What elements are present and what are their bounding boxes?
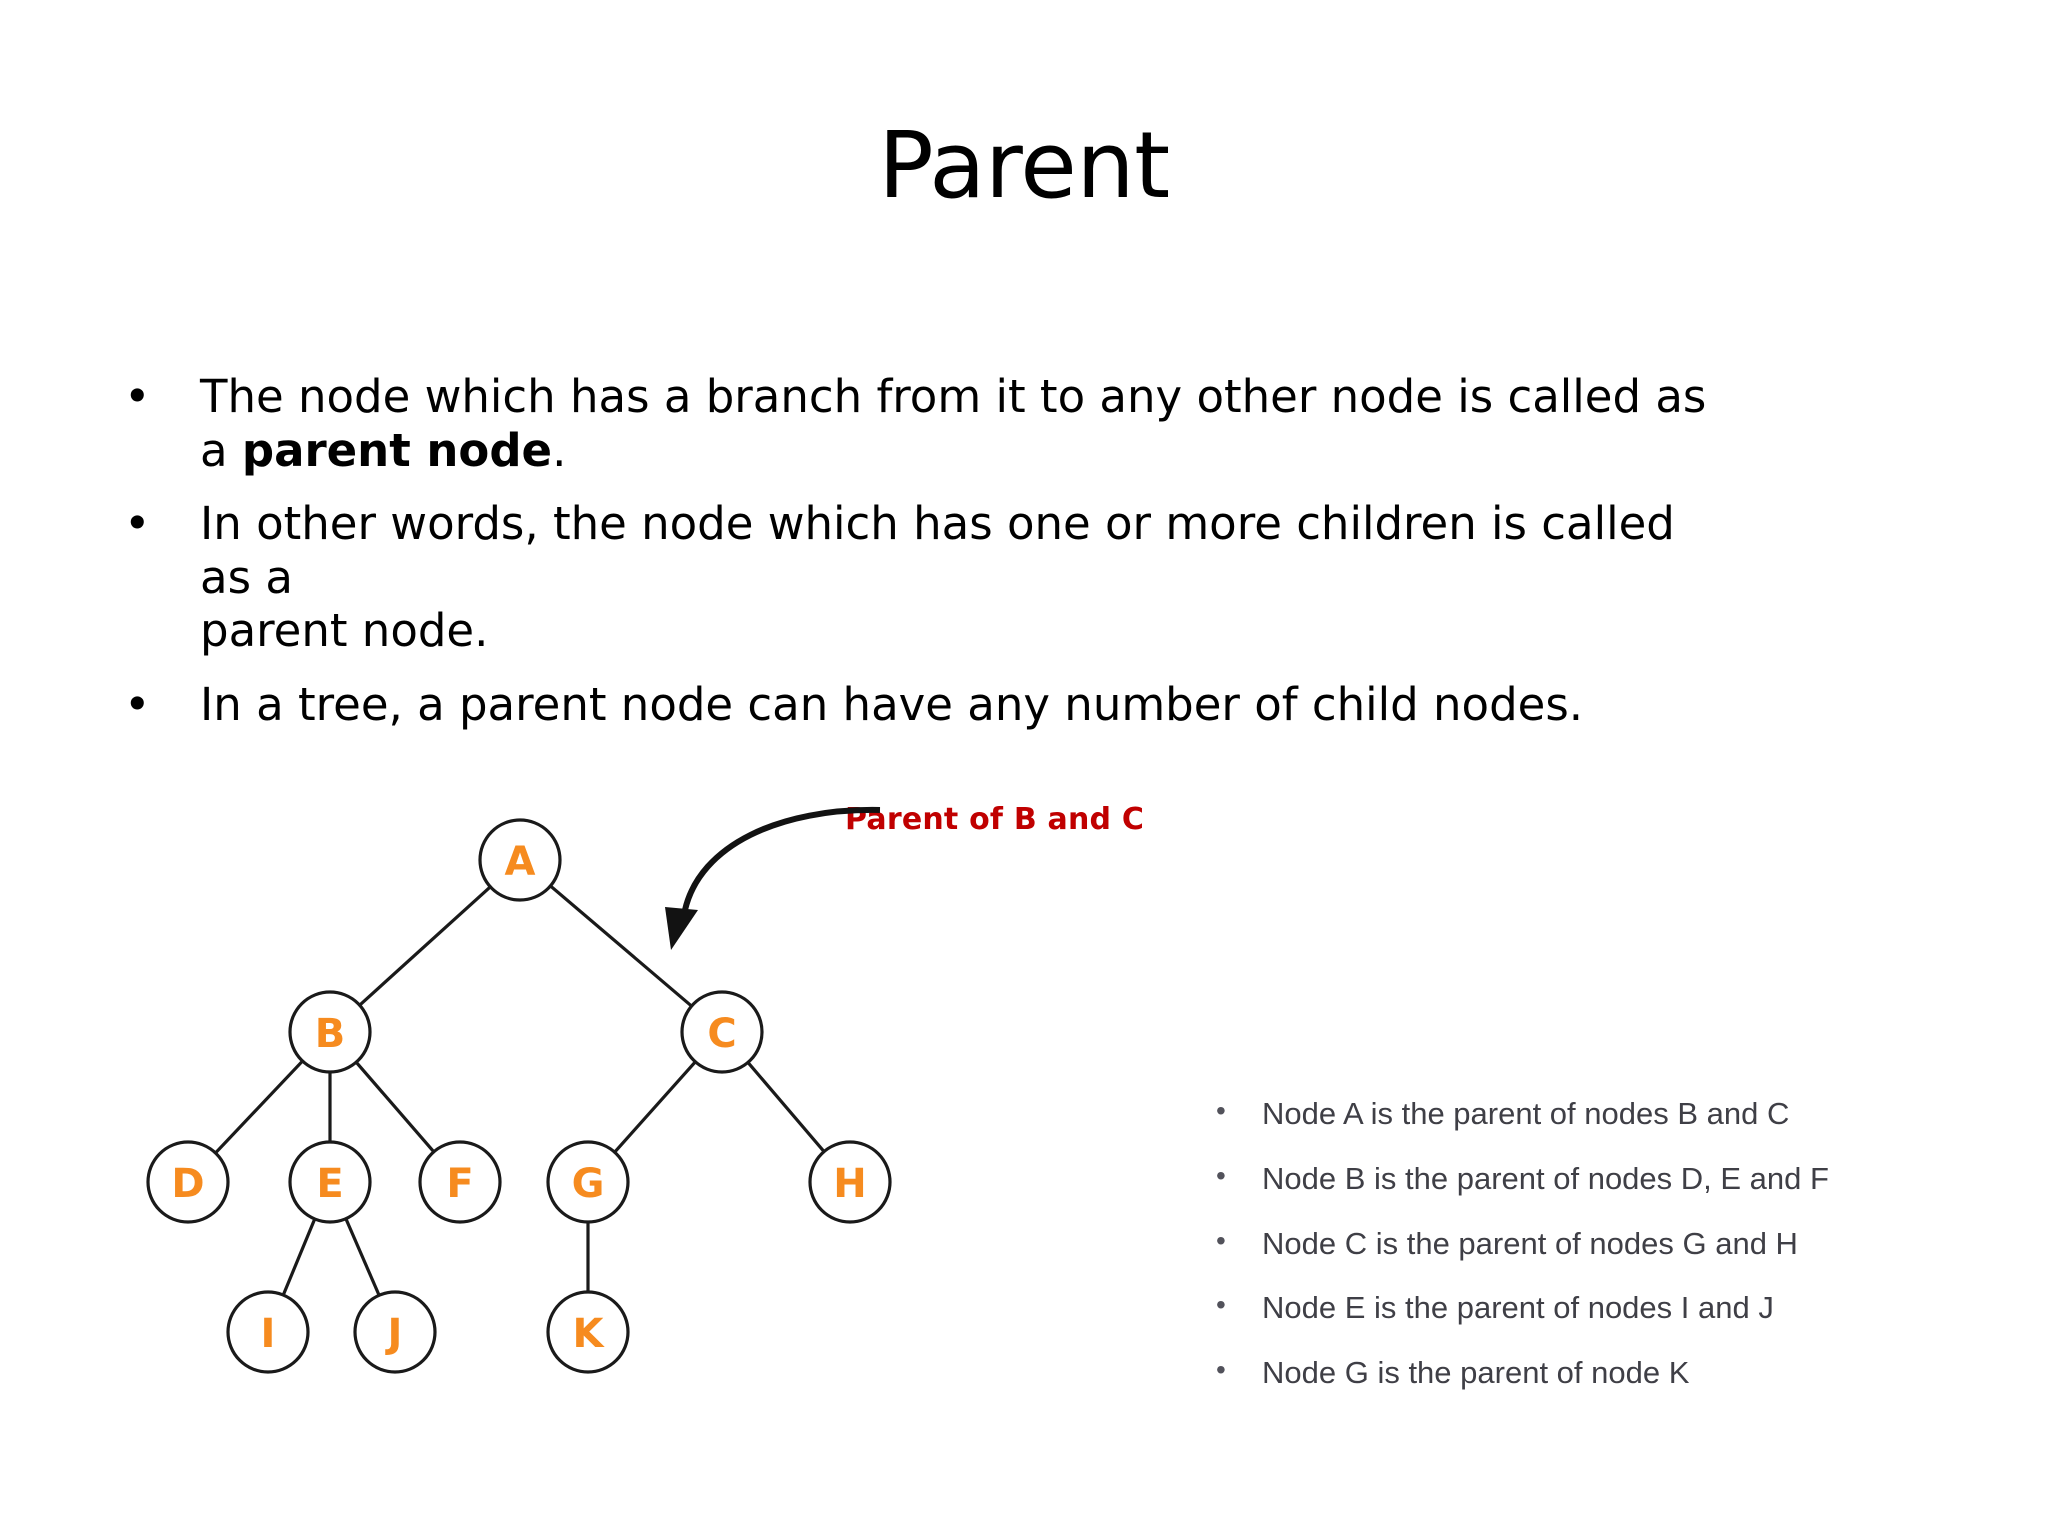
fact-item: • Node C is the parent of nodes G and H <box>1200 1225 2020 1264</box>
tree-node-circle-C <box>680 990 764 1074</box>
fact-bullet-dot-icon: • <box>1216 1224 1226 1256</box>
tree-edge-E-I <box>281 1218 317 1296</box>
tree-node-label-E: E <box>316 1161 343 1207</box>
tree-node-label-C: C <box>707 1011 736 1057</box>
bullet-2-line-1: In other words, the node which has one o… <box>200 497 1675 551</box>
fact-item: • Node E is the parent of nodes I and J <box>1200 1289 2020 1328</box>
fact-bullet-dot-icon: • <box>1216 1095 1226 1126</box>
tree-node-C: C <box>680 990 764 1074</box>
tree-nodes: A B C D E F G H I J K <box>146 818 892 1374</box>
tree-edge-B-F <box>354 1061 436 1153</box>
tree-node-D: D <box>146 1140 230 1224</box>
fact-item: • Node A is the parent of nodes B and C <box>1200 1095 2020 1134</box>
facts-list: • Node A is the parent of nodes B and C • N… <box>1200 1095 2020 1419</box>
page-title: Parent <box>878 112 1170 219</box>
tree-edge-E-J <box>344 1218 381 1296</box>
body-bullet-list: • The node which has a branch from it to… <box>110 370 1870 751</box>
tree-node-label-G: G <box>572 1161 605 1207</box>
tree-node-circle-A <box>478 818 562 902</box>
tree-diagram: A B C D E F G H I J K <box>146 806 892 1374</box>
tree-edge-B-D <box>214 1059 304 1155</box>
bullet-dot-icon: • <box>124 677 151 731</box>
fact-bullet-dot-icon: • <box>1216 1159 1226 1191</box>
tree-edge-C-G <box>613 1060 697 1154</box>
fact-item-text: Node C is the parent of nodes G and H <box>1262 1225 1798 1261</box>
tree-edges <box>214 884 826 1296</box>
tree-node-label-J: J <box>385 1311 403 1357</box>
bullet-2-line-2: as a <box>200 550 293 604</box>
bullet-1-line-1: The node which has a branch from it to a… <box>200 370 1707 423</box>
tree-node-A: A <box>478 818 562 902</box>
tree-node-G: G <box>546 1140 630 1224</box>
bullet-2-line-3: parent node. <box>200 604 489 658</box>
fact-item-text: Node B is the parent of nodes D, E and F <box>1262 1160 1829 1196</box>
tree-figure: Parent of B and C A B C D E F G H I J K <box>0 770 2048 1536</box>
tree-node-F: F <box>418 1140 502 1224</box>
tree-node-circle-K <box>546 1290 630 1374</box>
callout-arrow-icon <box>665 806 881 950</box>
bullet-item-3: • In a tree, a parent node can have any … <box>110 678 1870 732</box>
tree-node-label-F: F <box>446 1161 473 1207</box>
bullet-3-line-1: In a tree, a parent node can have any nu… <box>200 677 1584 731</box>
tree-node-I: I <box>226 1290 310 1374</box>
tree-node-label-H: H <box>833 1161 866 1207</box>
tree-edge-A-B <box>358 885 492 1007</box>
tree-node-circle-G <box>546 1140 630 1224</box>
fact-bullet-dot-icon: • <box>1216 1354 1226 1385</box>
fact-bullet-dot-icon: • <box>1216 1289 1226 1321</box>
bullet-dot-icon: • <box>124 370 151 423</box>
tree-node-label-K: K <box>573 1311 606 1357</box>
fact-item-text: Node G is the parent of node K <box>1262 1355 1690 1390</box>
bullet-item-1: • The node which has a branch from it to… <box>110 370 1870 477</box>
tree-node-label-I: I <box>261 1311 276 1357</box>
fact-item-text: Node E is the parent of nodes I and J <box>1262 1290 1774 1326</box>
bullet-1-line-2-bold: parent node <box>241 423 553 477</box>
tree-node-circle-B <box>288 990 372 1074</box>
tree-node-E: E <box>288 1140 372 1224</box>
tree-node-label-A: A <box>505 839 536 885</box>
tree-node-label-D: D <box>171 1161 204 1207</box>
fact-item: • Node G is the parent of node K <box>1200 1354 2020 1393</box>
fact-item: • Node B is the parent of nodes D, E and … <box>1200 1160 2020 1199</box>
tree-node-circle-J <box>353 1290 437 1374</box>
tree-edge-A-C <box>549 884 693 1008</box>
fact-item-text: Node A is the parent of nodes B and C <box>1262 1096 1790 1131</box>
bullet-1-line-2-prefix: a <box>200 423 242 477</box>
tree-node-circle-D <box>146 1140 230 1224</box>
bullet-dot-icon: • <box>124 497 151 551</box>
tree-node-K: K <box>546 1290 630 1374</box>
callout-label: Parent of B and C <box>845 802 1145 837</box>
tree-node-J: J <box>353 1290 437 1374</box>
tree-node-B: B <box>288 990 372 1074</box>
tree-node-circle-I <box>226 1290 310 1374</box>
tree-node-circle-E <box>288 1140 372 1224</box>
tree-node-label-B: B <box>315 1011 346 1057</box>
tree-node-circle-F <box>418 1140 502 1224</box>
tree-edge-C-H <box>746 1061 826 1153</box>
tree-node-H: H <box>808 1140 892 1224</box>
tree-node-circle-H <box>808 1140 892 1224</box>
bullet-1-line-2-suffix: . <box>552 423 567 477</box>
bullet-item-2: • In other words, the node which has one… <box>110 497 1870 658</box>
